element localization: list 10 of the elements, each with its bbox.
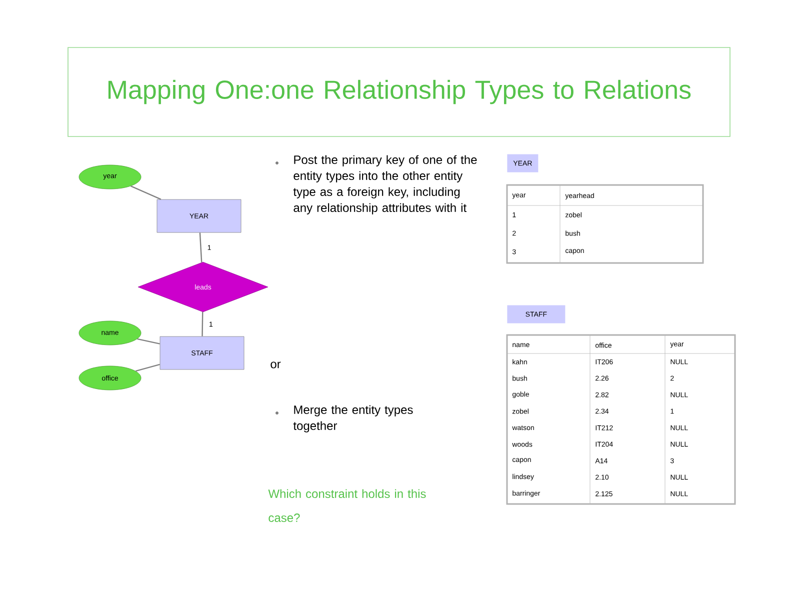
connector-line [130,186,162,200]
bullet-text: Post the primary key of one of the entity types into the other entity type as a foreign key, including any relationship attributes with it [293,155,477,214]
connector-text: or [270,362,281,368]
question-text: Which constraint holds in this case? [268,489,426,522]
connector-line [137,338,160,344]
connector-line [135,364,160,372]
connector-line [199,232,202,262]
bullet-text: Merge the entity types together [293,405,413,432]
title-box: Mapping One:one Relationship Types to Relations [68,47,730,137]
connector-line [202,312,204,336]
